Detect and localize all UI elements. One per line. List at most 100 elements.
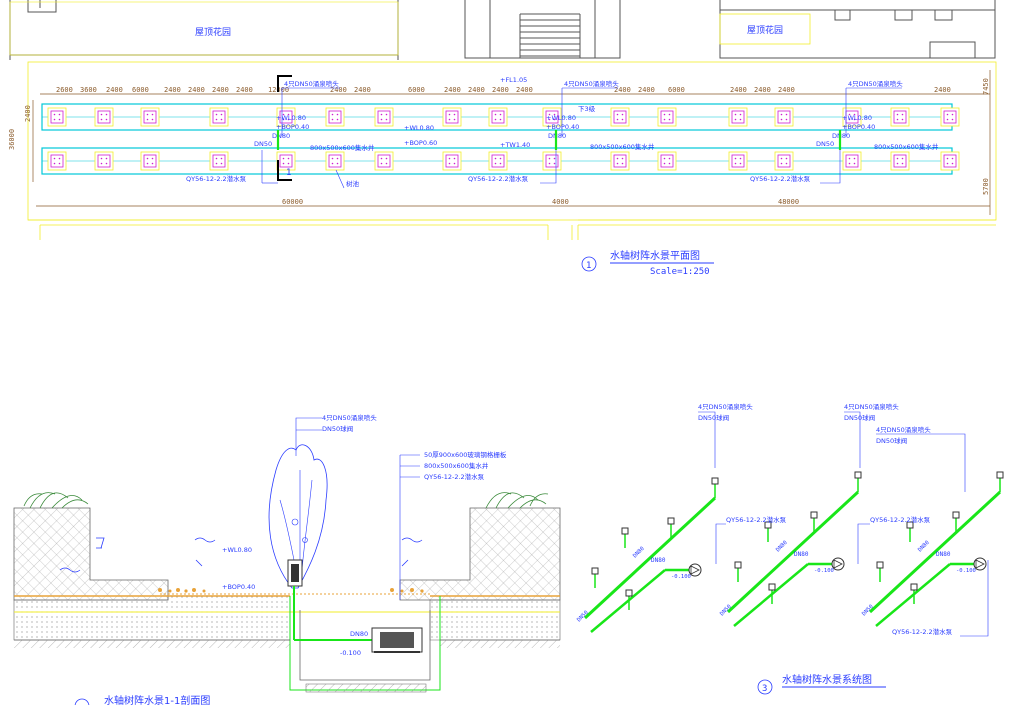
system-dn80-diag-label: DN80 <box>917 540 931 554</box>
nozzle-dot <box>951 113 954 116</box>
nozzle-dot <box>146 162 149 165</box>
title-3-number: 3 <box>762 684 767 694</box>
tree-grate <box>777 110 791 124</box>
nozzle-dot <box>616 113 619 116</box>
nozzle-dot <box>668 113 671 116</box>
title-3-circle <box>757 679 773 695</box>
tree-grate <box>545 154 559 168</box>
nozzle-dot <box>780 162 783 165</box>
nozzle-dot <box>58 157 61 160</box>
nozzle-dot <box>58 113 61 116</box>
system-branch-pipe <box>733 563 809 627</box>
system-main-pipe <box>726 490 860 614</box>
system-elev-label: -0.100 <box>671 574 691 580</box>
dim-left-5: 2400 <box>164 86 181 94</box>
pump-symbol <box>831 557 845 571</box>
nozzle-dot <box>621 118 624 121</box>
nozzle-head <box>910 583 918 591</box>
nozzle-dot <box>848 157 851 160</box>
nozzle-dot <box>287 113 290 116</box>
nozzle-dot <box>739 113 742 116</box>
nozzle-dot <box>448 118 451 121</box>
tree-pit <box>488 151 508 171</box>
plan-dn-label-3: DN50 <box>254 140 272 148</box>
nozzle-dot <box>53 162 56 165</box>
nozzle-dot <box>53 157 56 160</box>
nozzle-dot <box>785 118 788 121</box>
tree-grate <box>445 154 459 168</box>
tree-grate <box>491 154 505 168</box>
plan-wl-mid: +WL0.80 <box>404 124 434 132</box>
plan-dn-label-1: DN80 <box>272 132 290 140</box>
dim-right-2: 2400 <box>638 86 655 94</box>
title-1-name: 水轴树阵水景平面图 <box>610 249 700 262</box>
plan-tree-label: 树池 <box>346 179 360 188</box>
system-leader-pump-c <box>960 560 989 637</box>
section-valve-label: DN50球阀 <box>322 424 353 433</box>
plan-wl-label-1: +WL0.80 <box>276 114 306 122</box>
tree-pit <box>940 151 960 171</box>
dim-right-top: 7450 <box>982 78 990 95</box>
tree-pit <box>610 107 630 127</box>
nozzle-dot <box>105 162 108 165</box>
tree-pit <box>657 107 677 127</box>
nozzle-dot <box>621 157 624 160</box>
nozzle-dot <box>282 118 285 121</box>
nozzle-dot <box>287 157 290 160</box>
system-elev-label: -0.100 <box>956 568 976 574</box>
nozzle-dot <box>663 157 666 160</box>
dim-right-6: 2400 <box>778 86 795 94</box>
tree-pit <box>610 151 630 171</box>
pump-symbol <box>973 557 987 571</box>
nozzle-dot <box>548 157 551 160</box>
nozzle-dot <box>734 162 737 165</box>
system-leader-pump-b <box>857 523 870 564</box>
nozzle-dot <box>385 162 388 165</box>
plan-pump-label-1: QY56-12-2.2潜水泵 <box>186 174 247 183</box>
tree-grate <box>377 110 391 124</box>
system-valve-a: DN50球阀 <box>698 413 729 422</box>
nozzle-dot <box>668 162 671 165</box>
nozzle-dot <box>853 157 856 160</box>
nozzle-head <box>768 583 776 591</box>
tree-pit <box>276 107 296 127</box>
nozzle-dot <box>215 113 218 116</box>
nozzle-dot <box>494 162 497 165</box>
nozzle-dot <box>499 157 502 160</box>
plan-dimension-labels: 2600 3600 2400 6000 2400 2400 2400 2400 … <box>56 86 951 94</box>
dim-right-7: 2400 <box>934 86 951 94</box>
tree-pit <box>94 107 114 127</box>
plan-tw-label: +TW1.40 <box>500 141 530 149</box>
tree-grate <box>50 110 64 124</box>
nozzle-dot <box>380 113 383 116</box>
system-valve-c: DN50球阀 <box>876 436 907 445</box>
tree-grate <box>445 110 459 124</box>
nozzle-dot <box>331 162 334 165</box>
title-3-name: 水轴树阵水景系统图 <box>782 673 872 686</box>
nozzle-dot <box>53 118 56 121</box>
plan-nozzle-label-1: 4只DN50涌泉喷头 <box>284 79 339 88</box>
plan-nozzle-label-2: 4只DN50涌泉喷头 <box>564 79 619 88</box>
tree-grate <box>328 110 342 124</box>
tree-grate <box>943 110 957 124</box>
title-1-circle <box>581 256 597 272</box>
nozzle-dot <box>946 157 949 160</box>
tree-pit <box>374 151 394 171</box>
nozzle-dot <box>100 157 103 160</box>
system-nozzle-c: 4只DN50涌泉喷头 <box>876 425 931 434</box>
nozzle-dot <box>901 162 904 165</box>
tree-pit <box>842 151 862 171</box>
building-label-left: 屋顶花园 <box>195 26 231 38</box>
nozzle-dot <box>734 118 737 121</box>
section-wl-label: +WL0.80 <box>222 546 252 554</box>
dim-left-4: 6000 <box>132 86 149 94</box>
nozzle-dot <box>146 113 149 116</box>
plan-pump-label-3: QY56-12-2.2潜水泵 <box>750 174 811 183</box>
nozzle-dot <box>494 113 497 116</box>
title-1-number: 1 <box>586 261 591 271</box>
pump-arrow <box>690 565 700 575</box>
building-label-right: 屋顶花园 <box>747 24 783 36</box>
nozzle-dot <box>901 113 904 116</box>
nozzle-dot <box>896 118 899 121</box>
system-leader-b <box>844 411 861 468</box>
